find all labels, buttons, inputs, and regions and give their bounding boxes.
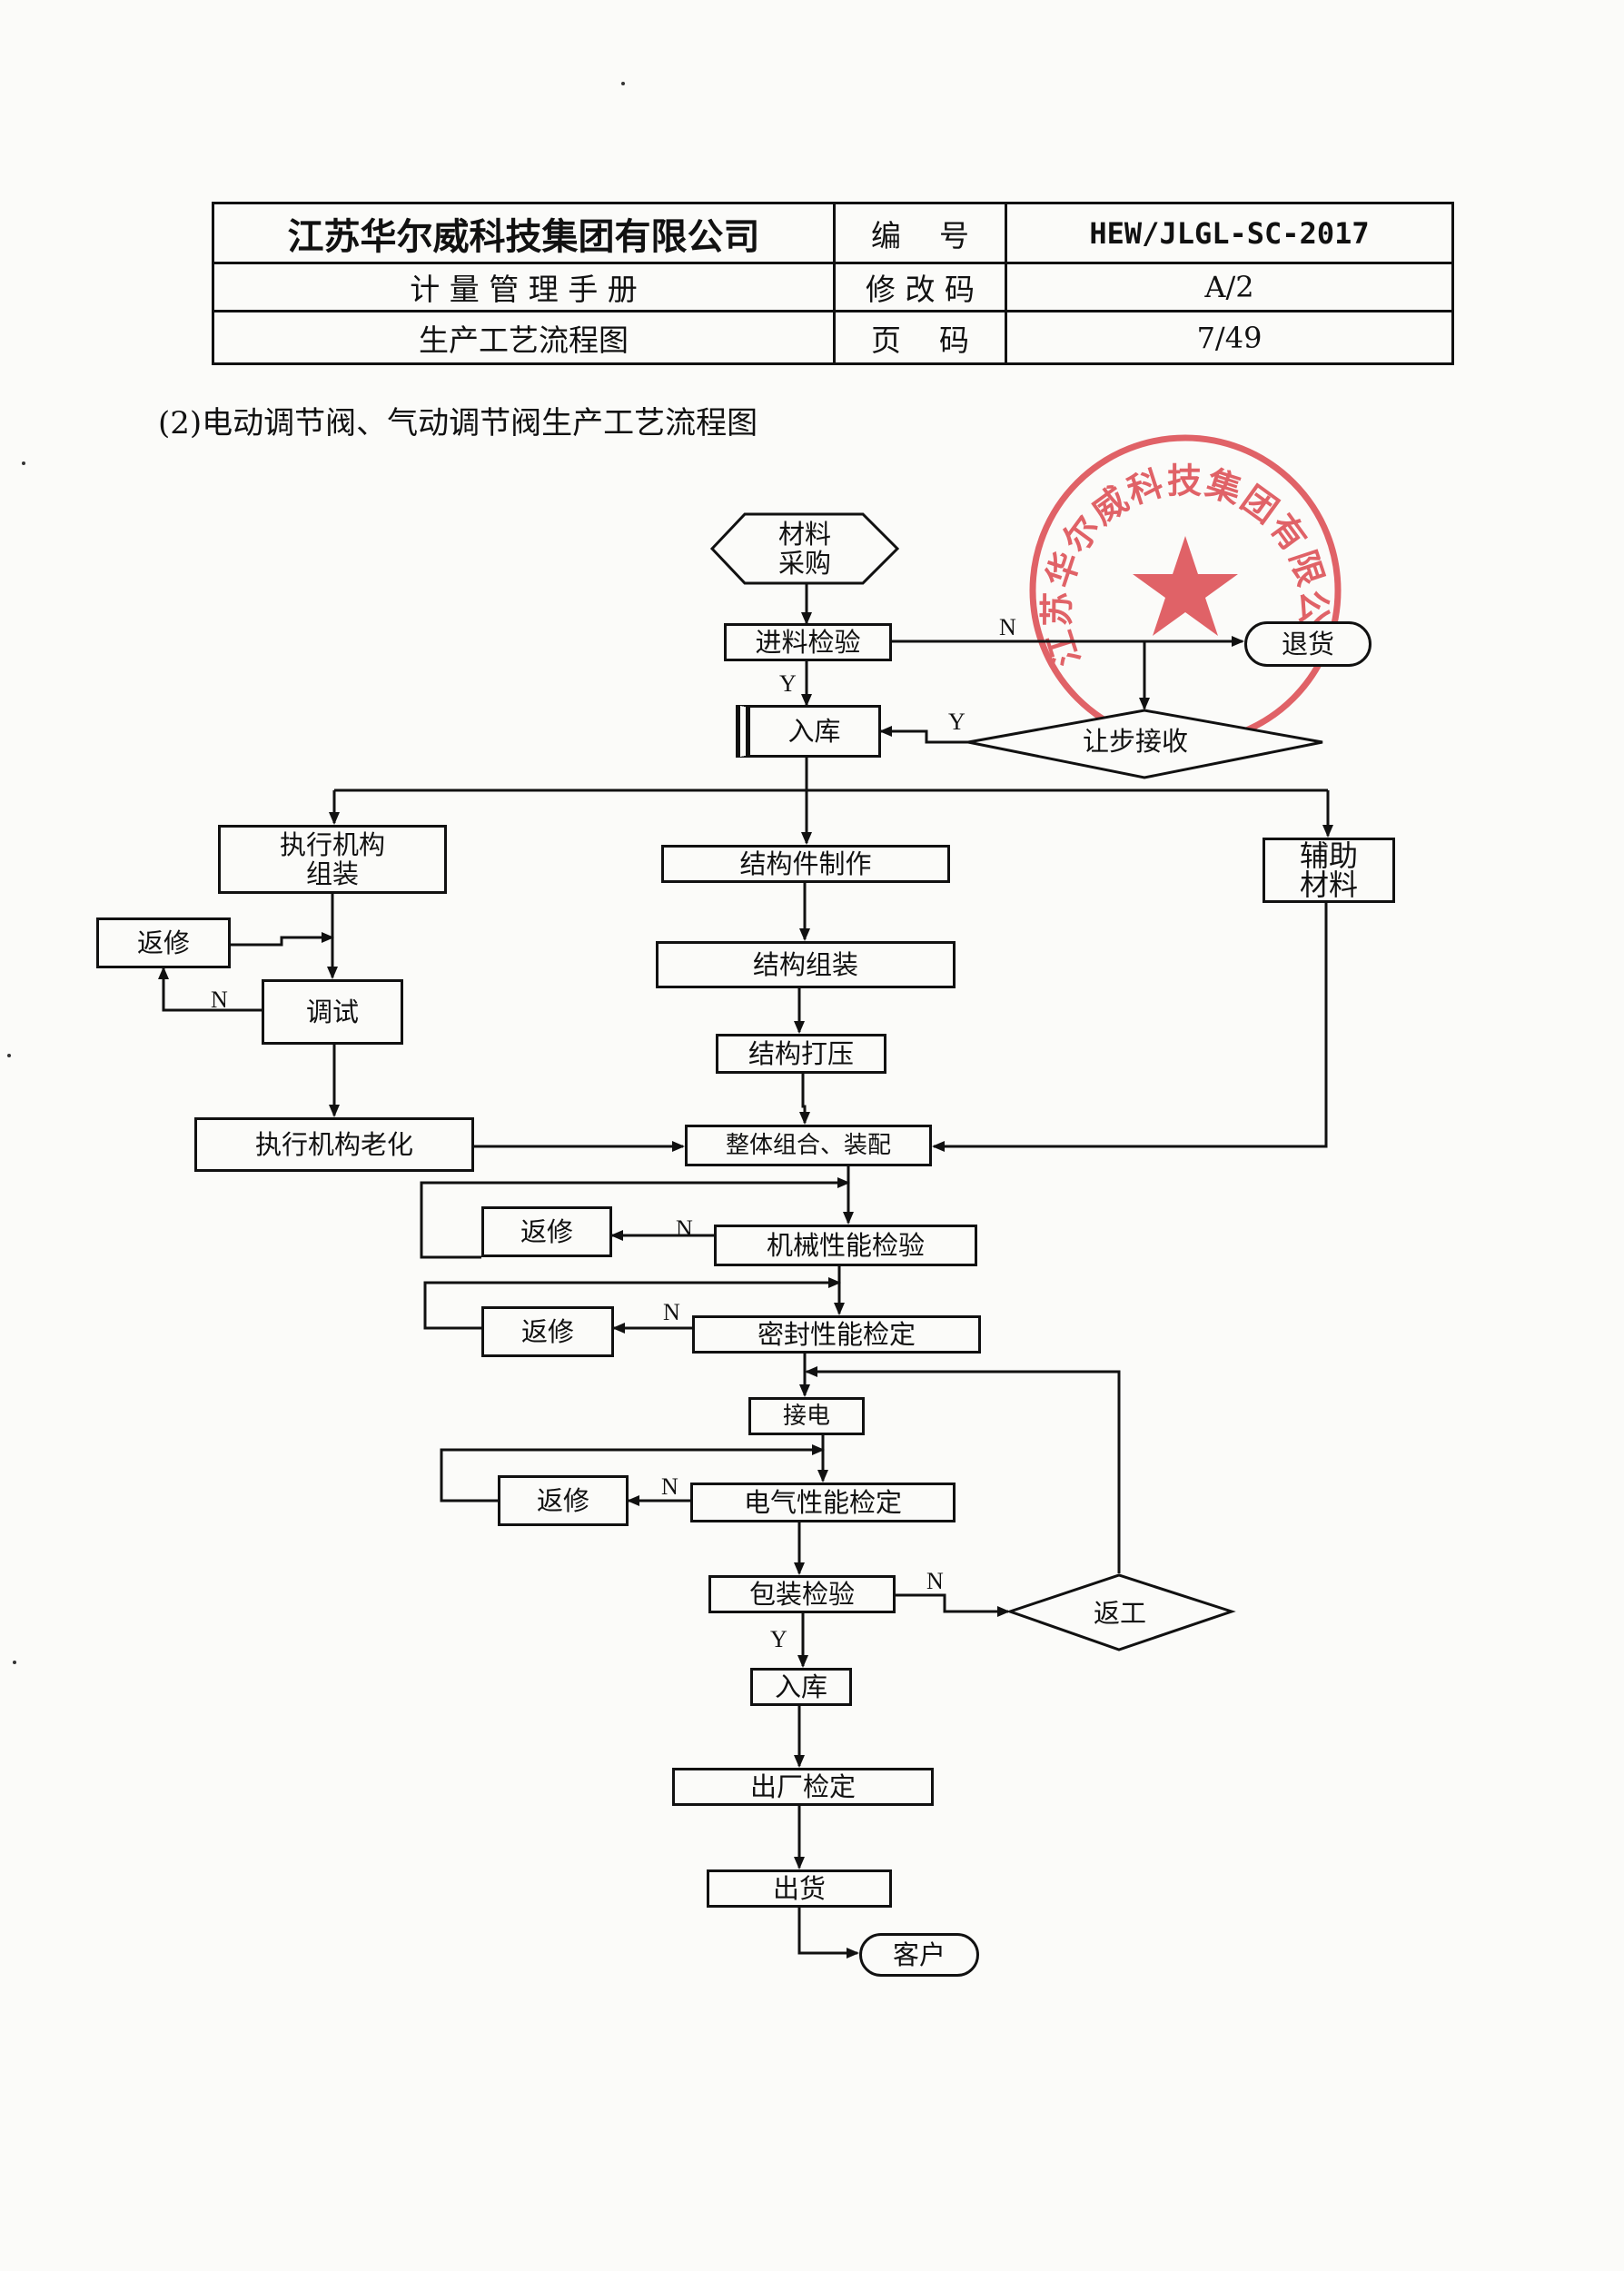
node-seal-test: 密封性能检定 [692, 1315, 981, 1354]
label-number: 编 号 [871, 217, 969, 253]
node-repair-2: 返修 [481, 1206, 612, 1257]
flowchart-subtitle: (2)电动调节阀、气动调节阀生产工艺流程图 [158, 405, 758, 441]
document-number: HEW/JLGL-SC-2017 [1089, 215, 1370, 251]
header-table: 江苏华尔威科技集团有限公司 计 量 管 理 手 册 生产工艺流程图 编 号 修 … [212, 202, 1454, 365]
node-wiring: 接电 [748, 1397, 865, 1435]
seal-star-icon [1133, 536, 1238, 636]
node-actuator-aging: 执行机构老化 [194, 1117, 474, 1172]
node-structure-pressure: 结构打压 [716, 1034, 886, 1074]
label-n-electrical: N [661, 1473, 678, 1500]
company-name: 江苏华尔威科技集团有限公司 [287, 215, 760, 258]
label-revision: 修 改 码 [866, 272, 975, 307]
node-debugging: 调试 [262, 979, 403, 1045]
material-purchase-shape [709, 512, 900, 585]
node-structure-assembly: 结构组装 [656, 941, 956, 988]
node-packing-inspection: 包装检验 [708, 1575, 896, 1613]
node-repair-4: 返修 [498, 1475, 629, 1526]
node-structure-making: 结构件制作 [661, 845, 950, 883]
label-y-concession: Y [948, 709, 965, 735]
scan-speck [13, 1661, 16, 1664]
label-page: 页 码 [871, 322, 969, 358]
node-electrical-test: 电气性能检定 [690, 1483, 956, 1522]
node-rework: 返工 [1093, 1598, 1146, 1629]
label-n-seal: N [663, 1299, 680, 1325]
node-warehouse-in-2: 入库 [750, 1668, 852, 1706]
concession-diamond-shape [967, 709, 1323, 779]
node-overall-assembly: 整体组合、装配 [685, 1125, 932, 1166]
node-incoming-inspection: 进料检验 [724, 623, 892, 661]
label-n-return: N [999, 614, 1016, 640]
revision-code: A/2 [1204, 270, 1254, 304]
node-repair-1: 返修 [96, 917, 231, 968]
manual-title: 计 量 管 理 手 册 [410, 272, 638, 307]
label-y-warehouse: Y [779, 670, 797, 697]
label-n-mechanical: N [676, 1215, 693, 1242]
node-warehouse-in-1: 入库 [736, 705, 881, 758]
scan-speck [621, 82, 625, 85]
node-repair-3: 返修 [481, 1306, 614, 1357]
label-y-packing: Y [770, 1626, 787, 1652]
node-auxiliary-material: 辅助 材料 [1263, 838, 1395, 903]
scan-speck [22, 461, 25, 465]
node-material-purchase: 材料 采购 [777, 519, 831, 579]
node-return-goods: 退货 [1244, 621, 1371, 667]
section-title: 生产工艺流程图 [419, 322, 629, 358]
node-concession-accept: 让步接收 [1082, 726, 1188, 757]
page-number: 7/49 [1196, 320, 1263, 355]
label-n-packing: N [926, 1568, 944, 1594]
node-factory-test: 出厂检定 [672, 1768, 934, 1806]
rework-diamond-shape [1005, 1573, 1236, 1651]
label-n-debugging: N [211, 987, 228, 1013]
node-actuator-assembly: 执行机构 组装 [218, 825, 447, 894]
node-mechanical-test: 机械性能检验 [714, 1225, 977, 1266]
node-shipment: 出货 [707, 1869, 892, 1908]
node-customer: 客户 [859, 1933, 979, 1977]
scan-speck [7, 1054, 11, 1057]
